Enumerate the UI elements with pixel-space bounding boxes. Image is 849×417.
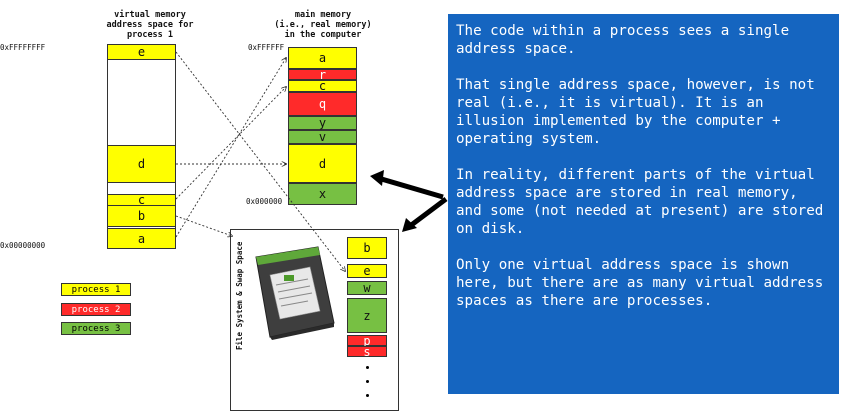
explanation-box: The code within a process sees a single …	[448, 14, 839, 394]
virtual-block-a: a	[107, 228, 176, 249]
ellipsis-dot	[366, 380, 369, 383]
explanation-paragraph-3: In reality, different parts of the virtu…	[456, 167, 824, 237]
arrow-b-to-disk	[175, 215, 232, 236]
virtual-block-e: e	[107, 44, 176, 60]
arrow-e-to-disk	[175, 51, 345, 271]
legend-process-1: process 1	[61, 283, 131, 296]
explanation-paragraph-4: Only one virtual address space is shown …	[456, 257, 824, 309]
disk-block-b: b	[347, 237, 387, 259]
main-block-r: r	[288, 68, 357, 82]
main-block-y: y	[288, 116, 357, 130]
ellipsis-dot	[366, 394, 369, 397]
explanation-paragraph-1: The code within a process sees a single …	[456, 23, 790, 57]
pointer-arrow-disk	[408, 197, 448, 228]
virtual-addr-top: 0xFFFFFFFF	[0, 43, 46, 52]
arrow-c-to-main	[175, 87, 286, 200]
main-block-q: q	[288, 92, 357, 116]
main-block-v: v	[288, 130, 357, 144]
main-block-d: d	[288, 144, 357, 183]
main-block-c: c	[288, 79, 357, 93]
pointer-arrow-main-memory	[377, 175, 444, 200]
disk-label-svg: File System & Swap Space	[235, 241, 244, 350]
main-block-a: a	[288, 47, 357, 69]
legend-process-3: process 3	[61, 322, 131, 335]
disk-block-e: e	[347, 264, 387, 278]
virtual-block-d: d	[107, 145, 176, 183]
arrow-a-to-main	[175, 58, 286, 238]
legend-process-2: process 2	[61, 303, 131, 316]
hard-drive-icon	[255, 246, 335, 340]
virtual-block-b: b	[107, 205, 176, 227]
ellipsis-dot	[366, 366, 369, 369]
disk-label: File System & Swap Space	[235, 242, 244, 350]
disk-block-p: p	[347, 334, 387, 348]
main-addr-top: 0xFFFFFF	[248, 43, 285, 52]
disk-label-container: File System & Swap Space	[233, 241, 245, 352]
main-block-x: x	[288, 183, 357, 205]
main-memory-title: main memory (i.e., real memory) in the c…	[274, 10, 372, 40]
virtual-addr-bottom: 0x00000000	[0, 241, 46, 250]
main-addr-bottom: 0x000000	[246, 197, 283, 206]
disk-block-w: w	[347, 281, 387, 295]
disk-block-s: s	[347, 345, 387, 359]
virtual-memory-title: virtual memory address space for process…	[106, 10, 194, 40]
explanation-paragraph-2: That single address space, however, is n…	[456, 77, 815, 147]
disk-block-z: z	[347, 298, 387, 333]
